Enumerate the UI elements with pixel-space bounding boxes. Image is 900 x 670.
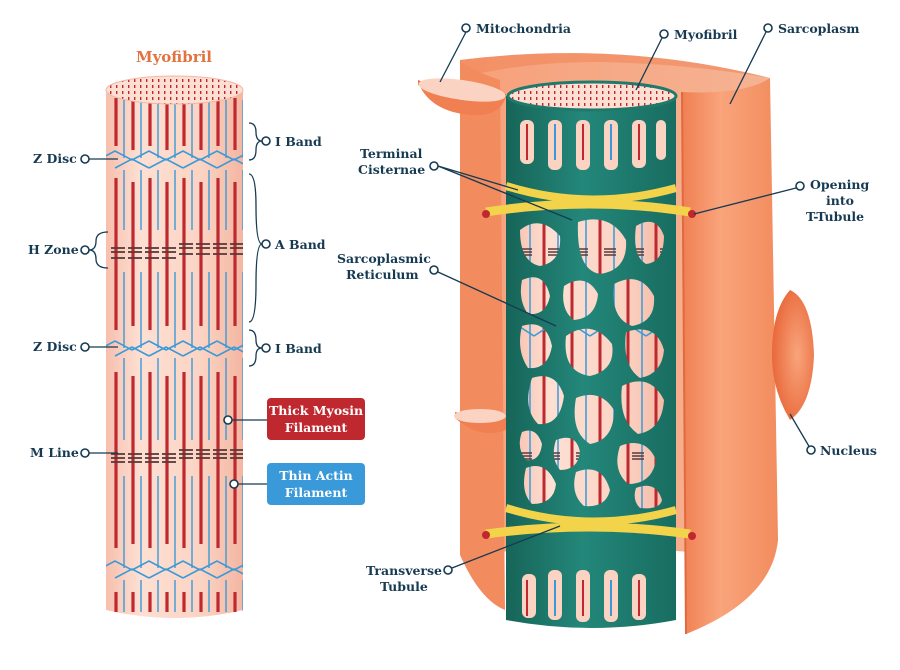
nucleus-shape: [772, 290, 814, 420]
i-band-top-text: I Band: [275, 134, 322, 149]
a-band-label: A Band: [248, 173, 326, 323]
slot-filaments: [526, 124, 640, 616]
opening-t-tubule-label: Opening into T-Tubule: [693, 177, 870, 224]
opening-text-3: T-Tubule: [806, 209, 864, 224]
t-tubule-top: [482, 182, 696, 218]
mitochondria-text: Mitochondria: [476, 21, 571, 36]
thin-actin-line1: Thin Actin: [279, 468, 353, 483]
z-disc-bottom-label: Z Disc: [33, 339, 118, 354]
terminal-cisternae-label: Terminal Cisternae: [358, 146, 573, 221]
nucleus-label: Nucleus: [789, 413, 877, 458]
z-disc-top-label: Z Disc: [33, 151, 118, 166]
filament-array: [106, 98, 243, 612]
opening-text-2: into: [826, 193, 854, 208]
mitochondria-label: Mitochondria: [439, 21, 571, 83]
nucleus-text: Nucleus: [820, 443, 877, 458]
a-band-text: A Band: [274, 237, 326, 252]
h-zone-text: H Zone: [28, 242, 79, 257]
thin-actin-line2: Filament: [285, 485, 348, 500]
thick-myosin-legend: Thick Myosin Filament: [223, 398, 365, 440]
mitochondria-top: [418, 78, 506, 116]
m-line-text: M Line: [30, 445, 79, 460]
myofibril-cylinder: [105, 75, 244, 618]
mitochondria-bottom: [454, 409, 506, 434]
thin-actin-legend: Thin Actin Filament: [229, 463, 365, 505]
sarcoplasmic-reticulum-label: Sarcoplasmic Reticulum: [337, 251, 557, 327]
sr-text-2: Reticulum: [346, 267, 419, 282]
h-zone-label: H Zone: [28, 231, 109, 269]
i-band-bottom-label: I Band: [248, 329, 322, 367]
tt-text-2: Tubule: [380, 579, 428, 594]
myofibril-title: Myofibril: [136, 48, 212, 66]
tt-text-1: Transverse: [366, 563, 442, 578]
thick-myosin-line2: Filament: [285, 420, 348, 435]
i-band-bottom-text: I Band: [275, 341, 322, 356]
m-line-label: M Line: [30, 445, 118, 460]
z-disc-top-text: Z Disc: [33, 151, 77, 166]
sr-text-1: Sarcoplasmic: [337, 251, 431, 266]
transverse-tubule-label: Transverse Tubule: [366, 525, 561, 594]
myofibril-right-text: Myofibril: [674, 27, 738, 42]
i-band-top-label: I Band: [248, 122, 322, 161]
sarcoplasm-label: Sarcoplasm: [729, 21, 860, 105]
myofibril-right-label: Myofibril: [635, 27, 738, 91]
terminal-text-1: Terminal: [360, 146, 423, 161]
terminal-text-2: Cisternae: [358, 162, 425, 177]
sarcoplasm-text: Sarcoplasm: [778, 21, 860, 36]
z-disc-bottom-text: Z Disc: [33, 339, 77, 354]
t-tubule-bottom: [482, 504, 696, 540]
opening-text-1: Opening: [810, 177, 870, 192]
thick-myosin-line1: Thick Myosin: [269, 403, 363, 418]
sarcoplasmic-reticulum-mesh: [506, 80, 678, 628]
